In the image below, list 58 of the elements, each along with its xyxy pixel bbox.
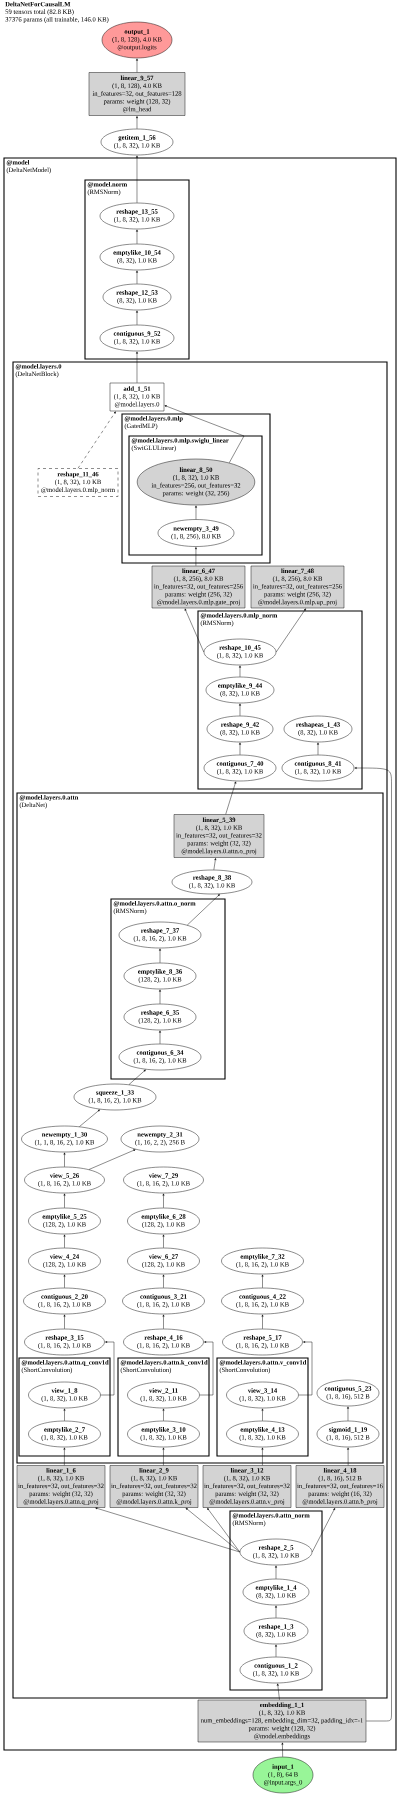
arrow <box>159 989 161 1004</box>
arrow <box>298 1341 313 1396</box>
arrow <box>88 1149 136 1170</box>
dashed-arrow <box>77 411 116 469</box>
arrow <box>185 1507 240 1553</box>
arrow <box>195 505 197 520</box>
arrow <box>207 1508 240 1553</box>
arrow <box>276 1683 280 1700</box>
arrow <box>213 858 217 871</box>
arrow <box>95 1507 240 1553</box>
arrow <box>354 767 392 1722</box>
arrow <box>63 1447 66 1466</box>
arrow <box>195 547 197 566</box>
arrow <box>63 1152 66 1167</box>
arrow <box>347 1406 349 1421</box>
arrow <box>317 742 319 755</box>
arrow <box>275 1644 277 1657</box>
arrow <box>63 1193 66 1208</box>
arrow <box>162 1408 165 1421</box>
arrow <box>136 155 138 203</box>
arrow <box>136 58 138 73</box>
arrow <box>312 1508 336 1553</box>
arrow <box>136 116 138 129</box>
arrow <box>261 1274 264 1288</box>
arrow <box>63 1408 66 1421</box>
arrow <box>276 608 306 653</box>
arrow <box>162 1314 165 1329</box>
arrow <box>79 1109 100 1127</box>
arrow <box>261 1314 264 1329</box>
arrow <box>239 703 241 716</box>
arrow <box>159 1030 161 1044</box>
arrow <box>184 608 204 653</box>
arrow <box>281 1742 284 1757</box>
arrow <box>199 1341 214 1396</box>
arrow <box>162 1193 165 1208</box>
arrow <box>164 405 245 464</box>
arrow <box>261 1447 264 1466</box>
arrow <box>136 229 138 244</box>
arrow <box>162 1274 165 1288</box>
arrow <box>136 351 138 383</box>
arrow <box>239 742 241 755</box>
arrow <box>261 1408 264 1421</box>
arrow <box>162 1447 165 1466</box>
arrow <box>63 1274 66 1288</box>
arrow <box>128 1069 146 1085</box>
arrow <box>275 1605 277 1618</box>
arrow <box>159 948 161 963</box>
arrow <box>63 1314 66 1329</box>
arrow <box>225 781 237 815</box>
arrow <box>162 1234 165 1248</box>
arrow <box>347 1447 349 1466</box>
arrow <box>136 310 138 325</box>
arrow <box>136 270 138 284</box>
arrow <box>187 894 220 926</box>
arrow <box>275 1565 277 1579</box>
arrow <box>63 1234 66 1248</box>
arrow <box>239 665 241 677</box>
arrow <box>100 1341 115 1396</box>
